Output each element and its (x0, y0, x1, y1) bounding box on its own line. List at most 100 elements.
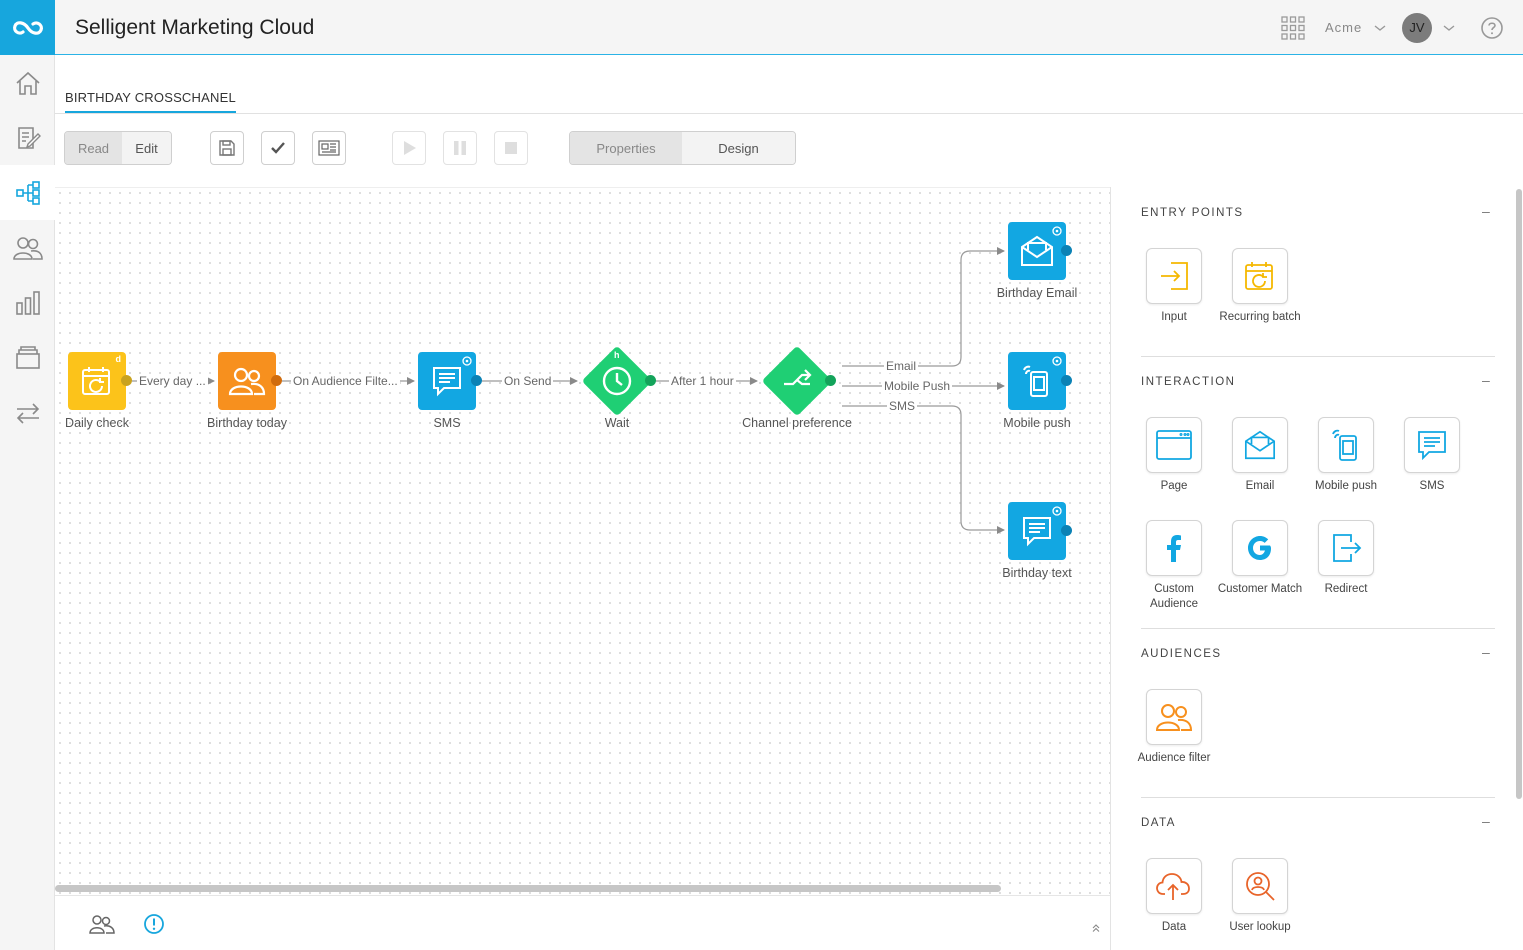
pause-button[interactable] (443, 131, 477, 165)
sidebar-item-content[interactable] (0, 110, 55, 165)
edit-mode-button[interactable]: Edit (122, 132, 171, 164)
collapse-entry-points-button[interactable]: – (1482, 203, 1490, 219)
palette-item-customer-match[interactable] (1232, 520, 1288, 576)
save-icon (219, 140, 235, 156)
org-switcher[interactable]: Acme (1325, 0, 1387, 55)
palette-item-audience-filter[interactable] (1146, 689, 1202, 745)
checkmark-icon (271, 142, 285, 154)
node-birthday-today[interactable] (218, 352, 276, 410)
output-port[interactable] (471, 375, 482, 386)
sidebar-item-journeys[interactable] (0, 165, 55, 220)
section-title-data: DATA (1141, 817, 1176, 829)
node-label-sms: SMS (433, 416, 461, 430)
preview-button[interactable] (312, 131, 346, 165)
tab-birthday-crosschanel[interactable]: BIRTHDAY CROSSCHANEL (65, 90, 236, 113)
section-title-interaction: INTERACTION (1141, 376, 1236, 388)
sms-icon (1418, 431, 1446, 461)
edge-label-on-send: On Send (502, 374, 554, 388)
validate-button[interactable] (261, 131, 295, 165)
double-chevron-up-icon (1092, 924, 1100, 932)
archive-box-icon (15, 345, 40, 369)
collapse-audiences-button[interactable]: – (1482, 644, 1490, 660)
palette-item-user-lookup[interactable] (1232, 858, 1288, 914)
palette-item-data[interactable] (1146, 858, 1202, 914)
palette-item-sms[interactable] (1404, 417, 1460, 473)
output-port[interactable] (645, 375, 656, 386)
org-name: Acme (1325, 20, 1363, 35)
palette-label-sms: SMS (1419, 480, 1445, 492)
sidebar-item-home[interactable] (0, 55, 55, 110)
output-port[interactable] (1061, 525, 1072, 536)
palette-item-custom-audience[interactable] (1146, 520, 1202, 576)
users-icon (12, 236, 43, 260)
mobile-push-icon (1023, 365, 1048, 397)
node-daily-check[interactable]: d (68, 352, 126, 410)
stop-button[interactable] (494, 131, 528, 165)
journey-canvas[interactable] (55, 187, 1110, 895)
properties-button[interactable]: Properties (570, 132, 682, 164)
read-mode-button[interactable]: Read (65, 132, 122, 164)
node-label-channel-preference: Channel preference (742, 416, 852, 430)
palette-label-email: Email (1245, 480, 1275, 492)
logo-infinity-icon (12, 20, 43, 35)
palette-item-input[interactable] (1146, 248, 1202, 304)
sidebar-item-data[interactable] (0, 385, 55, 440)
save-button[interactable] (210, 131, 244, 165)
section-title-audiences: AUDIENCES (1141, 648, 1222, 660)
palette-label-customer-match: Customer Match (1217, 583, 1303, 595)
selligent-logo[interactable] (0, 0, 55, 55)
output-port[interactable] (1061, 375, 1072, 386)
palette-item-page[interactable] (1146, 417, 1202, 473)
email-icon (1244, 430, 1276, 460)
cloud-upload-icon (1156, 873, 1190, 900)
read-edit-toggle: Read Edit (64, 131, 172, 165)
edge-label-after-1-hour: After 1 hour (669, 374, 736, 388)
left-sidebar (0, 55, 55, 950)
collapse-data-button[interactable]: – (1482, 813, 1490, 829)
palette-item-email[interactable] (1232, 417, 1288, 473)
audience-panel-button[interactable] (88, 913, 116, 940)
sidebar-item-audiences[interactable] (0, 220, 55, 275)
sidebar-item-reports[interactable] (0, 275, 55, 330)
home-icon (15, 71, 40, 95)
app-grid-icon (1281, 15, 1305, 40)
section-divider (1141, 797, 1495, 798)
recurring-calendar-icon (1245, 262, 1273, 290)
node-sms[interactable] (418, 352, 476, 410)
app-grid-button[interactable] (1280, 0, 1306, 55)
node-birthday-email[interactable] (1008, 222, 1066, 280)
section-divider (1141, 628, 1495, 629)
transfer-arrows-icon (16, 402, 39, 424)
app-header: Selligent Marketing Cloud Acme JV (0, 0, 1523, 55)
canvas-horizontal-scrollbar[interactable] (55, 885, 1001, 892)
expand-panel-button[interactable] (1091, 920, 1101, 938)
palette-label-audience-filter: Audience filter (1137, 752, 1211, 764)
warnings-button[interactable] (143, 913, 165, 940)
output-port[interactable] (1061, 245, 1072, 256)
sidebar-item-library[interactable] (0, 330, 55, 385)
user-menu[interactable]: JV (1402, 0, 1456, 55)
output-port[interactable] (121, 375, 132, 386)
palette-item-redirect[interactable] (1318, 520, 1374, 576)
palette-item-recurring-batch[interactable] (1232, 248, 1288, 304)
chevron-down-icon (1443, 24, 1455, 31)
edit-document-icon (17, 126, 41, 149)
section-title-entry-points: ENTRY POINTS (1141, 207, 1244, 219)
clock-icon (602, 366, 632, 396)
canvas-bottom-bar (55, 895, 1110, 950)
node-birthday-text[interactable] (1008, 502, 1066, 560)
collapse-interaction-button[interactable]: – (1482, 372, 1490, 388)
node-mobile-push[interactable] (1008, 352, 1066, 410)
user-lookup-icon (1246, 872, 1275, 901)
output-port[interactable] (825, 375, 836, 386)
settings-badge-icon (462, 356, 472, 366)
palette-item-mobile-push[interactable] (1318, 417, 1374, 473)
design-button[interactable]: Design (682, 132, 795, 164)
palette-vertical-scrollbar[interactable] (1516, 189, 1522, 799)
start-button[interactable] (392, 131, 426, 165)
node-label-mobile-push: Mobile push (1003, 416, 1071, 430)
pause-icon (454, 141, 466, 155)
journey-flow-icon (15, 180, 40, 205)
output-port[interactable] (271, 375, 282, 386)
help-button[interactable] (1480, 0, 1504, 55)
